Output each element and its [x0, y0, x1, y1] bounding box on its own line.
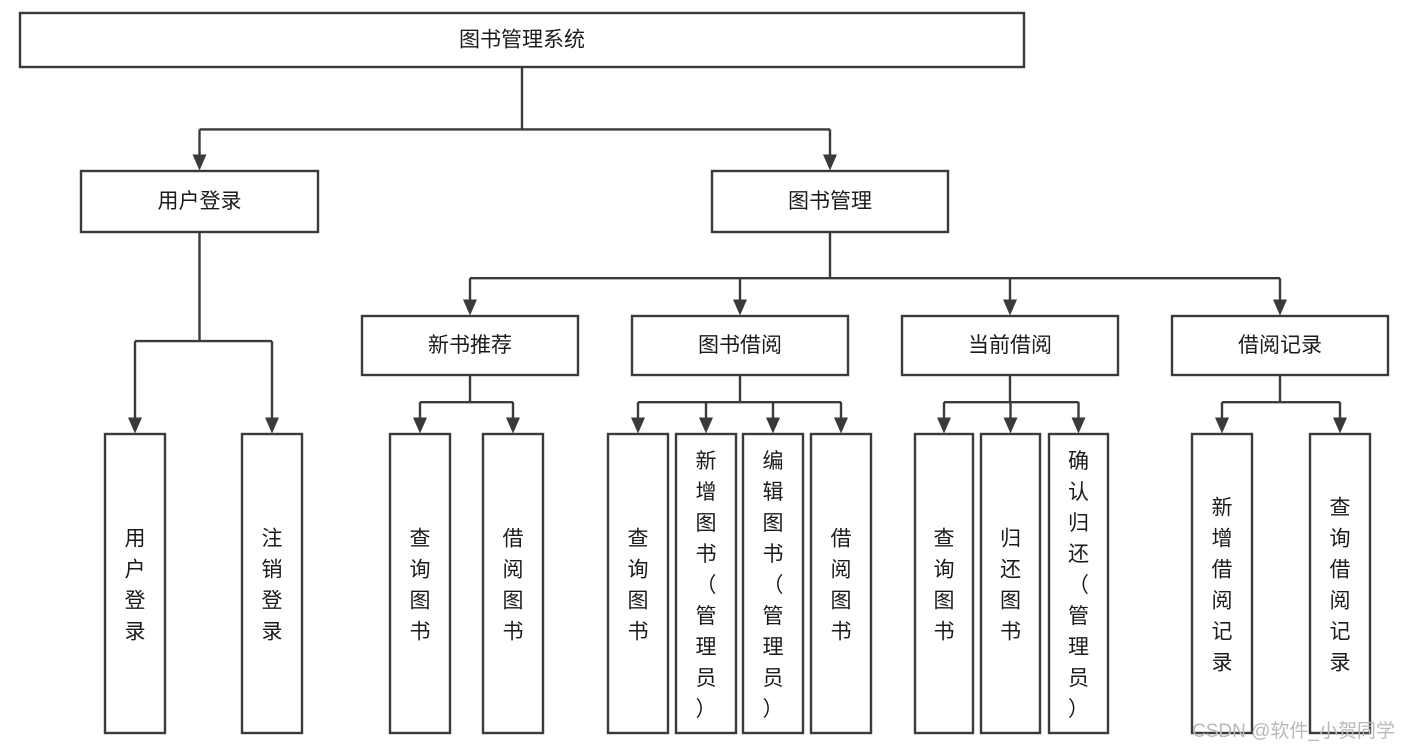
node-leaf-return-book[interactable]: 归还图书 — [979, 432, 1042, 735]
node-box-leaf-query-record[interactable] — [1308, 432, 1372, 735]
node-leaf-borrow-book-2[interactable]: 借阅图书 — [809, 432, 873, 735]
node-box-leaf-logout[interactable] — [240, 432, 304, 735]
node-label-leaf-borrow-book-2: 借阅图书 — [831, 528, 852, 644]
node-leaf-confirm-return[interactable]: 确认归还（管理员） — [1047, 432, 1110, 735]
node-box-leaf-borrow-book-2[interactable] — [809, 432, 873, 735]
node-label-leaf-query-book-1: 查询图书 — [410, 528, 431, 644]
node-box-book-borrow[interactable] — [630, 314, 850, 377]
node-box-user-login[interactable] — [79, 169, 320, 234]
node-box-leaf-edit-book[interactable] — [741, 432, 805, 735]
node-label-user-login: 用户登录 — [158, 190, 242, 213]
watermark-text: CSDN @软件_小贺同学 — [1192, 721, 1395, 742]
node-box-book-manage[interactable] — [710, 169, 950, 234]
node-leaf-query-book-2[interactable]: 查询图书 — [606, 432, 670, 735]
node-label-leaf-add-record: 新增借阅记录 — [1212, 497, 1233, 675]
node-leaf-add-book[interactable]: 新增图书（管理员） — [674, 432, 738, 735]
connectors-layer — [128, 67, 1347, 434]
node-box-leaf-return-book[interactable] — [979, 432, 1042, 735]
node-label-borrow-record: 借阅记录 — [1238, 334, 1322, 357]
node-root[interactable]: 图书管理系统 — [18, 11, 1026, 69]
node-box-leaf-query-book-3[interactable] — [913, 432, 975, 735]
node-leaf-borrow-book-1[interactable]: 借阅图书 — [481, 432, 545, 735]
node-label-leaf-confirm-return: 确认归还（管理员） — [1068, 450, 1089, 721]
node-box-borrow-record[interactable] — [1170, 314, 1390, 377]
node-leaf-query-book-1[interactable]: 查询图书 — [388, 432, 452, 735]
node-label-current-borrow: 当前借阅 — [968, 334, 1052, 357]
node-leaf-logout[interactable]: 注销登录 — [240, 432, 304, 735]
node-box-leaf-add-record[interactable] — [1190, 432, 1254, 735]
node-leaf-add-record[interactable]: 新增借阅记录 — [1190, 432, 1254, 735]
node-box-leaf-user-login[interactable] — [103, 432, 167, 735]
node-box-leaf-borrow-book-1[interactable] — [481, 432, 545, 735]
nodes-layer: 图书管理系统用户登录图书管理新书推荐图书借阅当前借阅借阅记录用户登录注销登录查询… — [18, 11, 1390, 735]
node-label-leaf-user-login: 用户登录 — [125, 528, 146, 644]
node-label-root: 图书管理系统 — [459, 29, 585, 52]
node-box-leaf-query-book-2[interactable] — [606, 432, 670, 735]
node-box-current-borrow[interactable] — [900, 314, 1120, 377]
node-label-leaf-query-record: 查询借阅记录 — [1330, 497, 1351, 675]
node-current-borrow[interactable]: 当前借阅 — [900, 314, 1120, 377]
node-label-leaf-query-book-2: 查询图书 — [628, 528, 649, 644]
node-box-new-book-rec[interactable] — [360, 314, 580, 377]
node-box-leaf-query-book-1[interactable] — [388, 432, 452, 735]
node-box-leaf-confirm-return[interactable] — [1047, 432, 1110, 735]
node-label-book-manage: 图书管理 — [788, 190, 872, 213]
node-label-leaf-return-book: 归还图书 — [1000, 528, 1021, 644]
node-book-borrow[interactable]: 图书借阅 — [630, 314, 850, 377]
node-borrow-record[interactable]: 借阅记录 — [1170, 314, 1390, 377]
node-box-leaf-add-book[interactable] — [674, 432, 738, 735]
node-leaf-query-book-3[interactable]: 查询图书 — [913, 432, 975, 735]
node-label-book-borrow: 图书借阅 — [698, 334, 782, 357]
node-label-leaf-edit-book: 编辑图书（管理员） — [763, 450, 784, 721]
node-box-root[interactable] — [18, 11, 1026, 69]
node-label-leaf-add-book: 新增图书（管理员） — [696, 450, 717, 721]
node-new-book-rec[interactable]: 新书推荐 — [360, 314, 580, 377]
node-label-leaf-logout: 注销登录 — [262, 528, 283, 644]
node-book-manage[interactable]: 图书管理 — [710, 169, 950, 234]
node-leaf-query-record[interactable]: 查询借阅记录 — [1308, 432, 1372, 735]
node-label-new-book-rec: 新书推荐 — [428, 334, 512, 357]
node-user-login[interactable]: 用户登录 — [79, 169, 320, 234]
node-label-leaf-borrow-book-1: 借阅图书 — [503, 528, 524, 644]
node-leaf-user-login[interactable]: 用户登录 — [103, 432, 167, 735]
node-label-leaf-query-book-3: 查询图书 — [934, 528, 955, 644]
node-leaf-edit-book[interactable]: 编辑图书（管理员） — [741, 432, 805, 735]
